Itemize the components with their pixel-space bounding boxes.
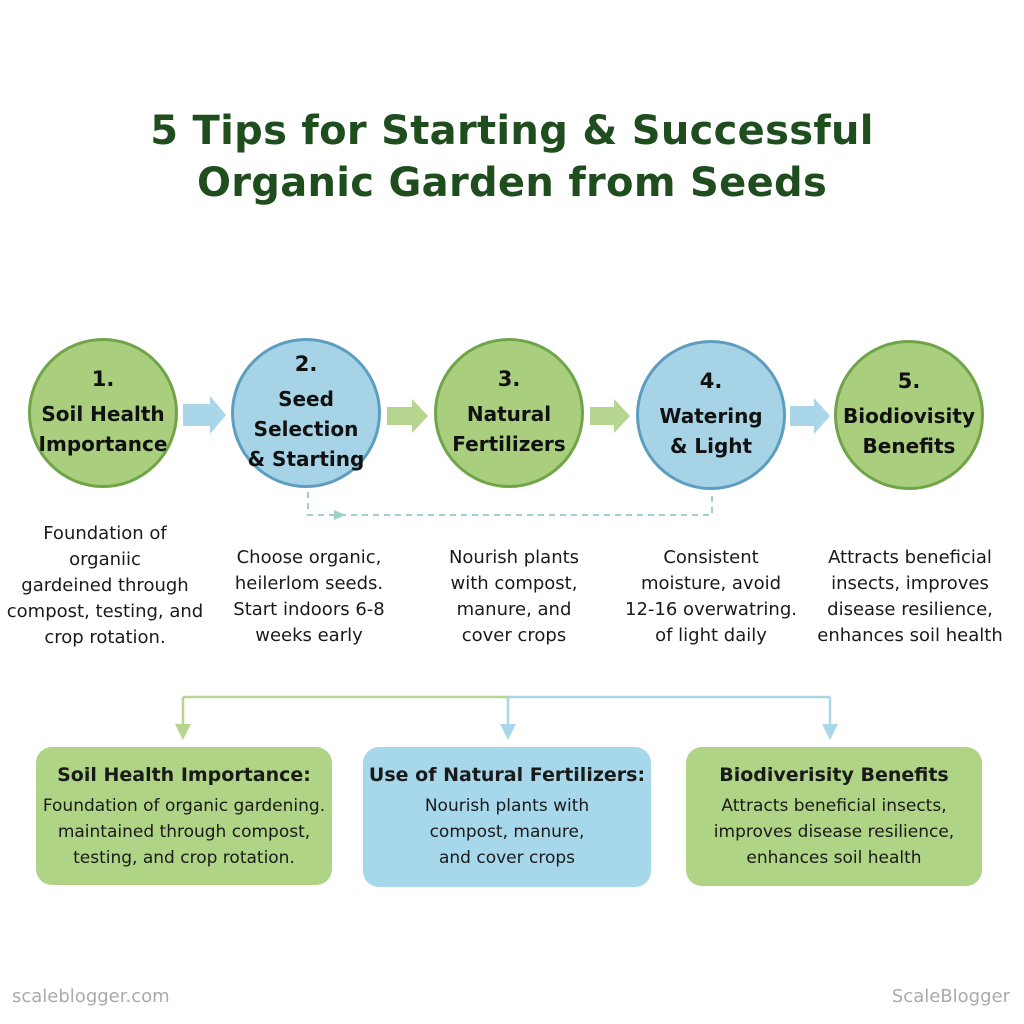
step-1-desc-line: gardeined through [21,575,189,596]
step-5-desc-line: enhances soil health [817,625,1003,646]
page-title-line-1: 5 Tips for Starting & Successful [150,108,874,154]
summary-box-text-line: improves disease resilience, [713,822,955,842]
summary-box-title: Soil Health Importance: [57,764,311,786]
step-3-circle: 3. Natural Fertilizers [434,338,584,488]
summary-box-text-line: Nourish plants with [424,796,590,816]
step-5-description: Attracts beneficial insects, improves di… [805,545,1015,649]
step-1-description: Foundation of organiic gardeined through… [0,521,210,651]
step-2-label-line-2: & Starting [247,447,365,471]
step-2-desc-line: weeks early [255,625,363,646]
step-3-number: 3. [497,367,521,391]
dashed-link-arrowhead [334,510,346,520]
arrow-step4-to-step5 [790,398,830,434]
summary-box-soil-health: Soil Health Importance: Foundation of or… [36,747,332,885]
summary-box-title: Use of Natural Fertilizers: [368,764,646,786]
arrow-step3-to-step4 [590,399,630,433]
step-1-desc-line: compost, testing, and [6,601,204,622]
step-2-desc-line: Choose organic, [236,547,382,568]
drop-arrow-center [500,724,516,740]
step-3-desc-line: manure, and [456,599,572,620]
arrow-step1-to-step2 [183,396,226,434]
step-2-label-line-1: Seed Selection [253,387,359,441]
step-4-label-line-2: & Light [669,434,753,458]
step-1-desc-line: Foundation of [43,523,167,544]
step-4-desc-line: moisture, avoid [640,573,782,594]
step-3-description: Nourish plants with compost, manure, and… [409,545,619,649]
step-1-label-line-1: Soil Health [41,402,165,426]
step-1-circle: 1. Soil Health Importance [28,338,178,488]
step-4-description: Consistent moisture, avoid 12-16 overwat… [606,545,816,649]
step-2-desc-line: heilerlom seeds. [234,573,384,594]
step-5-number: 5. [897,369,921,393]
step-2-description: Choose organic, heilerlom seeds. Start i… [204,545,414,649]
footer-watermark-right: ScaleBlogger [891,986,1010,1007]
dashed-link-step2-step4 [307,492,713,516]
step-5-circle: 5. Biodiovisity Benefits [834,340,984,490]
step-1-desc-line: organiic [69,549,141,570]
step-3-desc-line: Nourish plants [448,547,580,568]
step-4-number: 4. [699,369,723,393]
summary-box-natural-fertilizers: Use of Natural Fertilizers: Nourish plan… [363,747,651,887]
drop-arrow-left [175,724,191,740]
step-4-circle: 4. Watering & Light [636,340,786,490]
step-3-desc-line: with compost, [450,573,578,594]
step-1-desc-line: crop rotation. [44,627,166,648]
step-4-desc-line: 12-16 overwatring. [625,599,797,620]
step-2-desc-line: Start indoors 6-8 [233,599,385,620]
step-3-desc-line: cover crops [461,625,567,646]
step-4-label-line-1: Watering [659,404,763,428]
summary-box-text-line: enhances soil health [746,848,922,868]
drop-arrow-right [822,724,838,740]
step-2-number: 2. [294,352,318,376]
summary-box-text-line: Attracts beneficial insects, [721,796,947,816]
step-2-circle: 2. Seed Selection & Starting [231,338,381,488]
arrow-step2-to-step3 [387,399,428,433]
page-title-line-2: Organic Garden from Seeds [196,160,828,206]
summary-box-text-line: Foundation of organic gardening. [42,796,326,816]
summary-box-text-line: testing, and crop rotation. [73,848,295,868]
step-5-desc-line: disease resilience, [827,599,993,620]
step-1-label-line-2: Importance [38,432,168,456]
summary-box-title: Biodiverisity Benefits [719,764,949,786]
summary-box-text-line: and cover crops [438,848,576,868]
summary-box-biodiversity: Biodiverisity Benefits Attracts benefici… [686,747,982,886]
step-5-desc-line: Attracts beneficial [828,547,992,568]
step-3-label-line-2: Fertilizers [452,432,566,456]
step-5-label-line-1: Biodiovisity [842,404,975,428]
step-1-number: 1. [91,367,115,391]
step-4-desc-line: of light daily [655,625,767,646]
step-4-desc-line: Consistent [663,547,759,568]
summary-box-text-line: compost, manure, [429,822,585,842]
footer-watermark-left: scaleblogger.com [12,986,170,1007]
summary-box-text-line: maintained through compost, [57,822,311,842]
step-5-desc-line: insects, improves [831,573,989,594]
step-5-label-line-2: Benefits [862,434,956,458]
step-3-label-line-1: Natural [466,402,552,426]
